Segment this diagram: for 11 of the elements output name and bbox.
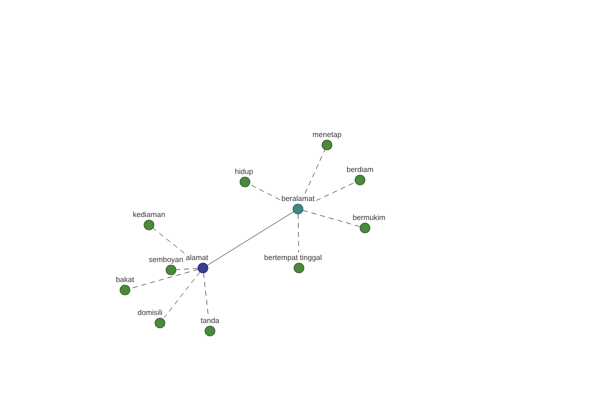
dashed-line bbox=[298, 214, 299, 253]
dashed-line bbox=[203, 272, 209, 316]
connector-line bbox=[207, 211, 294, 266]
dashed-line bbox=[164, 272, 200, 318]
dashed-line bbox=[152, 228, 184, 254]
dashed-line bbox=[302, 210, 360, 227]
dashed-line bbox=[130, 269, 198, 289]
dashed-line bbox=[249, 184, 280, 200]
dashed-line bbox=[304, 149, 326, 194]
dashed-line bbox=[176, 268, 198, 270]
dashed-line bbox=[316, 182, 356, 201]
